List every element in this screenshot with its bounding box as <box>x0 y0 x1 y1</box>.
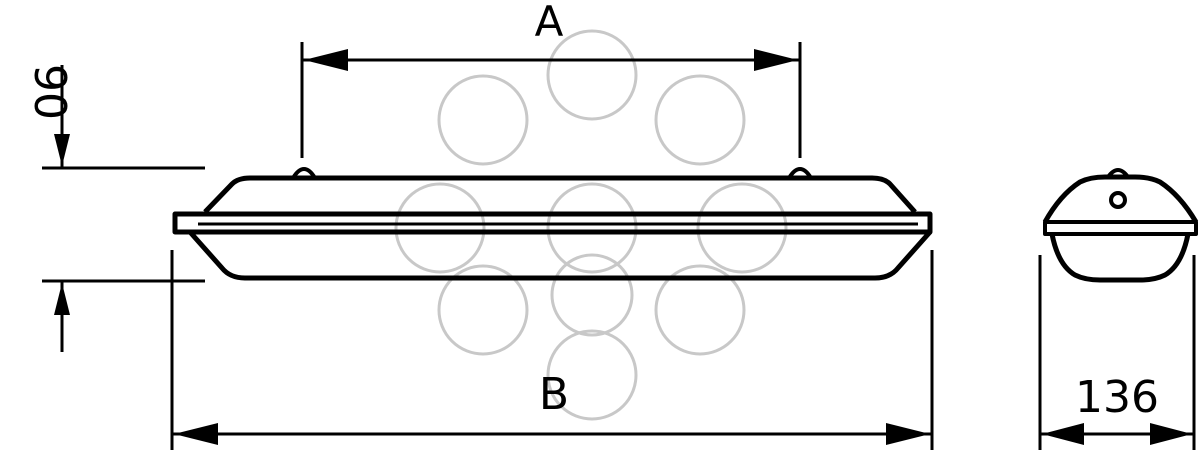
height-label: 90 <box>24 64 75 120</box>
dimension-a <box>300 42 802 158</box>
dimension-a-label: A <box>535 0 564 46</box>
dimension-b <box>170 250 934 450</box>
dimension-b-label: B <box>539 369 569 420</box>
height-dimension <box>42 65 205 352</box>
width-label: 136 <box>1075 372 1159 423</box>
luminaire-end-view <box>1042 168 1199 283</box>
watermark-logo <box>394 29 788 421</box>
luminaire-side-view <box>172 167 933 281</box>
width-dimension <box>1038 255 1196 450</box>
